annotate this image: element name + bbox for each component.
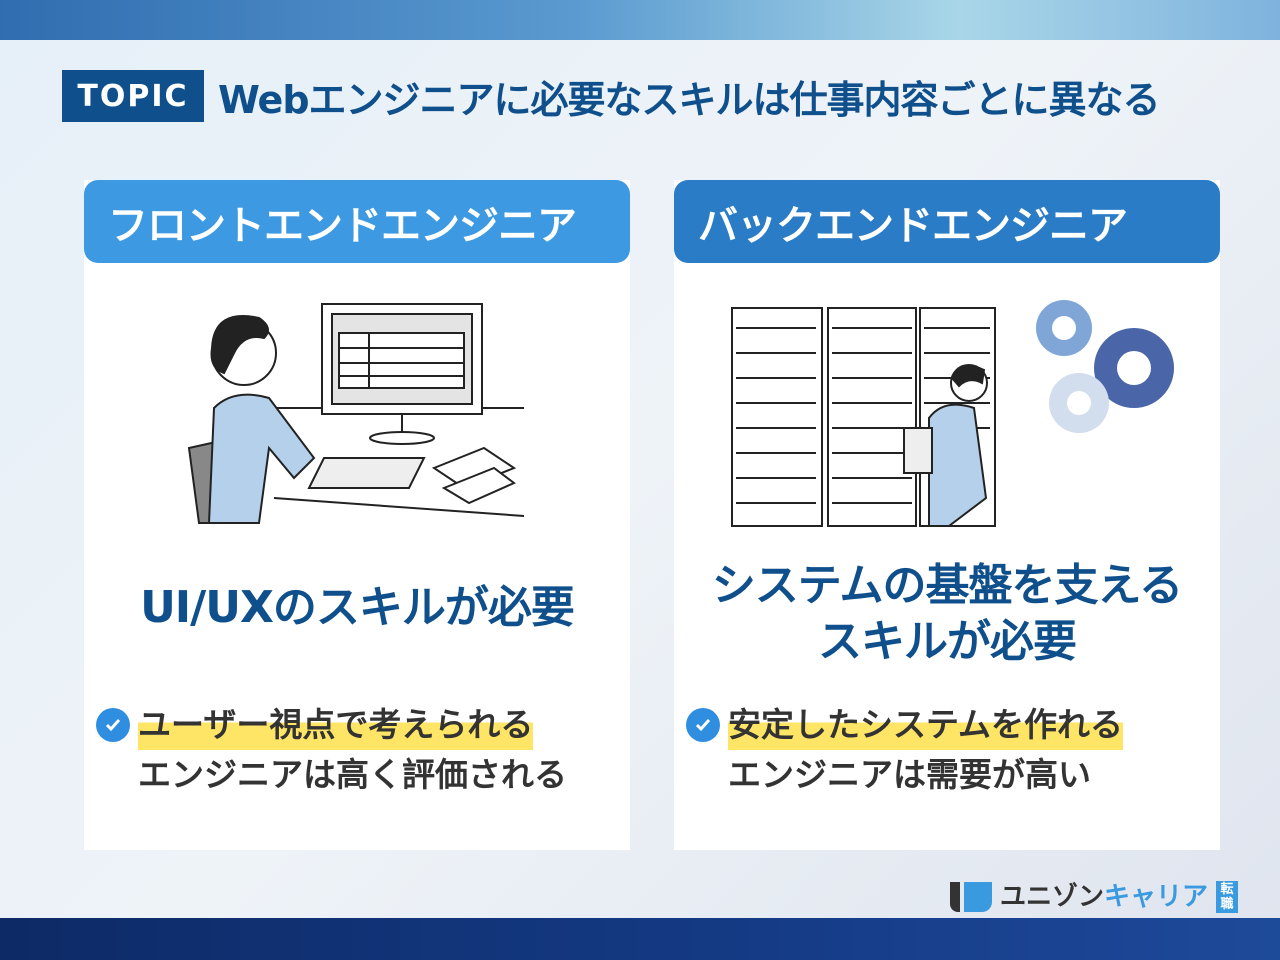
point-highlight: 安定したシステムを作れる — [728, 700, 1124, 750]
logo-text: ユニゾンキャリア — [1000, 882, 1208, 912]
point-text: エンジニアは需要が高い — [728, 755, 1091, 794]
check-circle-icon — [96, 708, 130, 742]
check-circle-icon — [686, 708, 720, 742]
heading-line: システムの基盤を支える — [711, 560, 1183, 611]
bottom-band — [0, 918, 1280, 960]
card-heading: システムの基盤を支える スキルが必要 — [674, 558, 1220, 670]
logo-tag: 転職 — [1216, 881, 1239, 913]
heading-line: スキルが必要 — [818, 616, 1077, 667]
developer-at-computer-illustration — [187, 303, 525, 524]
server-room-illustration — [731, 300, 1174, 527]
top-band — [0, 0, 1280, 40]
point-highlight: ユーザー視点で考えられる — [138, 700, 534, 750]
logo-main: ユニゾン — [1000, 882, 1105, 912]
card-label: フロントエンドエンジニア — [84, 180, 630, 263]
point-text: エンジニアは高く評価される — [138, 755, 567, 794]
page-title: Webエンジニアに必要なスキルは仕事内容ごとに異なる — [218, 77, 1161, 122]
card-label: バックエンドエンジニア — [674, 180, 1220, 263]
brand-logo: ユニゾンキャリア 転職 — [950, 880, 1239, 914]
heading-line: UI/UXのスキルが必要 — [140, 582, 575, 633]
key-point: ユーザー視点で考えられる エンジニアは高く評価される — [96, 700, 567, 800]
topic-badge: TOPIC — [62, 70, 204, 122]
logo-mark-icon — [950, 882, 992, 912]
backend-card: バックエンドエンジニア システムの基盤を支える スキルが必要 安定したシステムを… — [674, 180, 1220, 850]
frontend-card: フロントエンドエンジニア UI/UXのスキルが必要 ユーザー視点で考えられる エ… — [84, 180, 630, 850]
key-point: 安定したシステムを作れる エンジニアは需要が高い — [686, 700, 1124, 800]
card-heading: UI/UXのスキルが必要 — [84, 580, 630, 636]
logo-accent: キャリア — [1104, 882, 1209, 912]
